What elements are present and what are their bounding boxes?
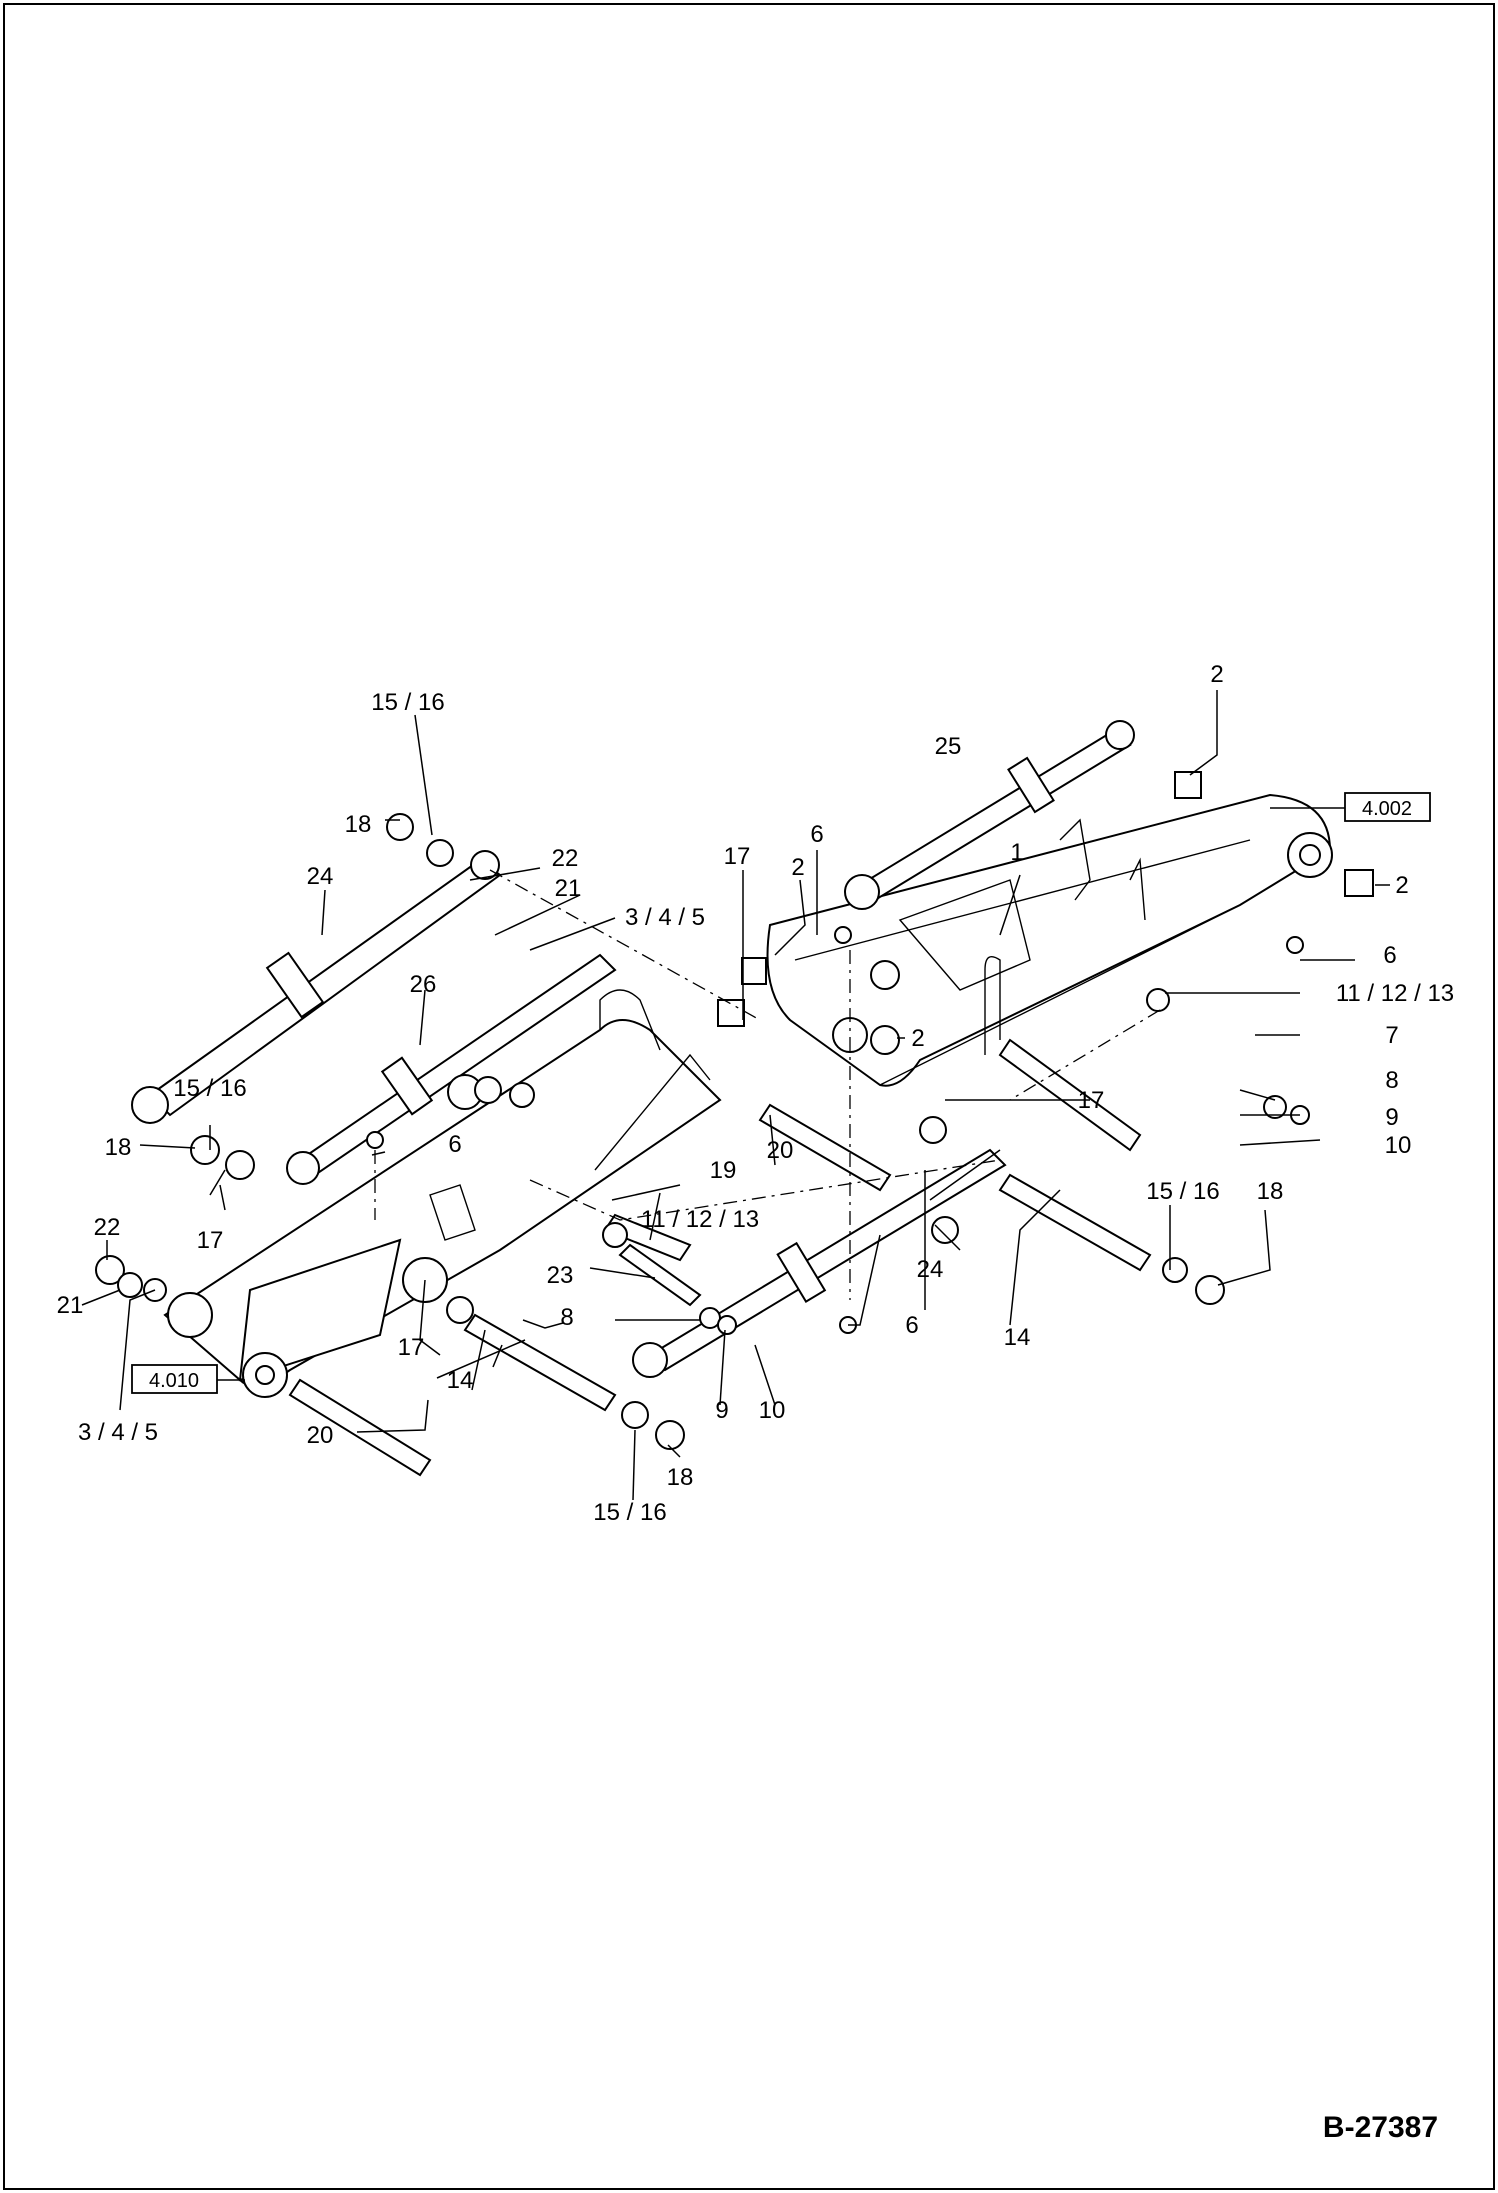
callout-22-left: 22 — [94, 1214, 121, 1241]
callout-21-left: 21 — [57, 1292, 84, 1319]
callout-17-right: 17 — [1078, 1087, 1105, 1114]
callout-15-16-top: 15 / 16 — [371, 689, 444, 716]
callout-22-top: 22 — [552, 845, 579, 872]
callout-24-upper: 24 — [307, 863, 334, 890]
callout-21-top: 21 — [555, 875, 582, 902]
reference-box-4010: 4.010 — [131, 1364, 245, 1394]
reference-box-4002: 4.002 — [1270, 792, 1431, 822]
hydraulic-cylinders — [131, 720, 1135, 1378]
callout-15-16-right: 15 / 16 — [1146, 1178, 1219, 1205]
callout-2-left: 2 — [791, 854, 804, 881]
callout-18-bottom: 18 — [667, 1464, 694, 1491]
callout-14-left: 14 — [447, 1367, 474, 1394]
callout-26: 26 — [410, 971, 437, 998]
callout-3-4-5-left: 3 / 4 / 5 — [78, 1419, 158, 1446]
center-lines — [374, 869, 1161, 1300]
callout-10-left: 10 — [759, 1397, 786, 1424]
callout-17-top: 17 — [724, 843, 751, 870]
callout-18-left: 18 — [105, 1134, 132, 1161]
callout-labels: 1 2 2 2 2 6 6 6 6 7 8 8 9 9 10 10 11 / 1… — [57, 661, 1455, 1526]
pins-and-hardware — [95, 771, 1374, 1477]
callout-10-right: 10 — [1385, 1132, 1412, 1159]
callout-3-4-5-top: 3 / 4 / 5 — [625, 904, 705, 931]
callout-1: 1 — [1010, 839, 1023, 866]
callout-20-right: 20 — [767, 1137, 794, 1164]
callout-17-bottom: 17 — [398, 1334, 425, 1361]
callout-20-left: 20 — [307, 1422, 334, 1449]
callout-6-bottom: 6 — [905, 1312, 918, 1339]
callout-2-right: 2 — [1395, 872, 1408, 899]
reference-4002-text: 4.002 — [1362, 798, 1412, 820]
callout-18-right: 18 — [1257, 1178, 1284, 1205]
reference-4010-text: 4.010 — [149, 1370, 199, 1392]
callout-6-left: 6 — [448, 1131, 461, 1158]
drawing-frame — [3, 3, 1495, 2190]
callout-11-12-13-right: 11 / 12 / 13 — [1336, 980, 1454, 1007]
callout-6-right: 6 — [1383, 942, 1396, 969]
callout-9-left: 9 — [715, 1397, 728, 1424]
callout-14-right: 14 — [1004, 1324, 1031, 1351]
callout-25: 25 — [935, 733, 962, 760]
callout-2-mid: 2 — [911, 1025, 924, 1052]
callout-11-12-13-left: 11 / 12 / 13 — [641, 1206, 759, 1233]
callout-23: 23 — [547, 1262, 574, 1289]
drawing-number: B-27387 — [1322, 2111, 1438, 2144]
callout-24-lower: 24 — [917, 1256, 944, 1283]
callout-9-right: 9 — [1385, 1104, 1398, 1131]
leader-lines — [81, 690, 1390, 1501]
callout-19: 19 — [710, 1157, 737, 1184]
callout-2-top: 2 — [1210, 661, 1223, 688]
callout-8-right: 8 — [1385, 1067, 1398, 1094]
callout-8-left: 8 — [560, 1304, 573, 1331]
callout-6-top: 6 — [810, 821, 823, 848]
dipper-arm — [163, 989, 722, 1398]
callout-15-16-left: 15 / 16 — [173, 1075, 246, 1102]
callout-7: 7 — [1385, 1022, 1398, 1049]
callout-15-16-bottom: 15 / 16 — [593, 1499, 666, 1526]
callout-18-top: 18 — [345, 811, 372, 838]
main-boom — [766, 793, 1333, 1087]
callout-17-left: 17 — [197, 1227, 224, 1254]
